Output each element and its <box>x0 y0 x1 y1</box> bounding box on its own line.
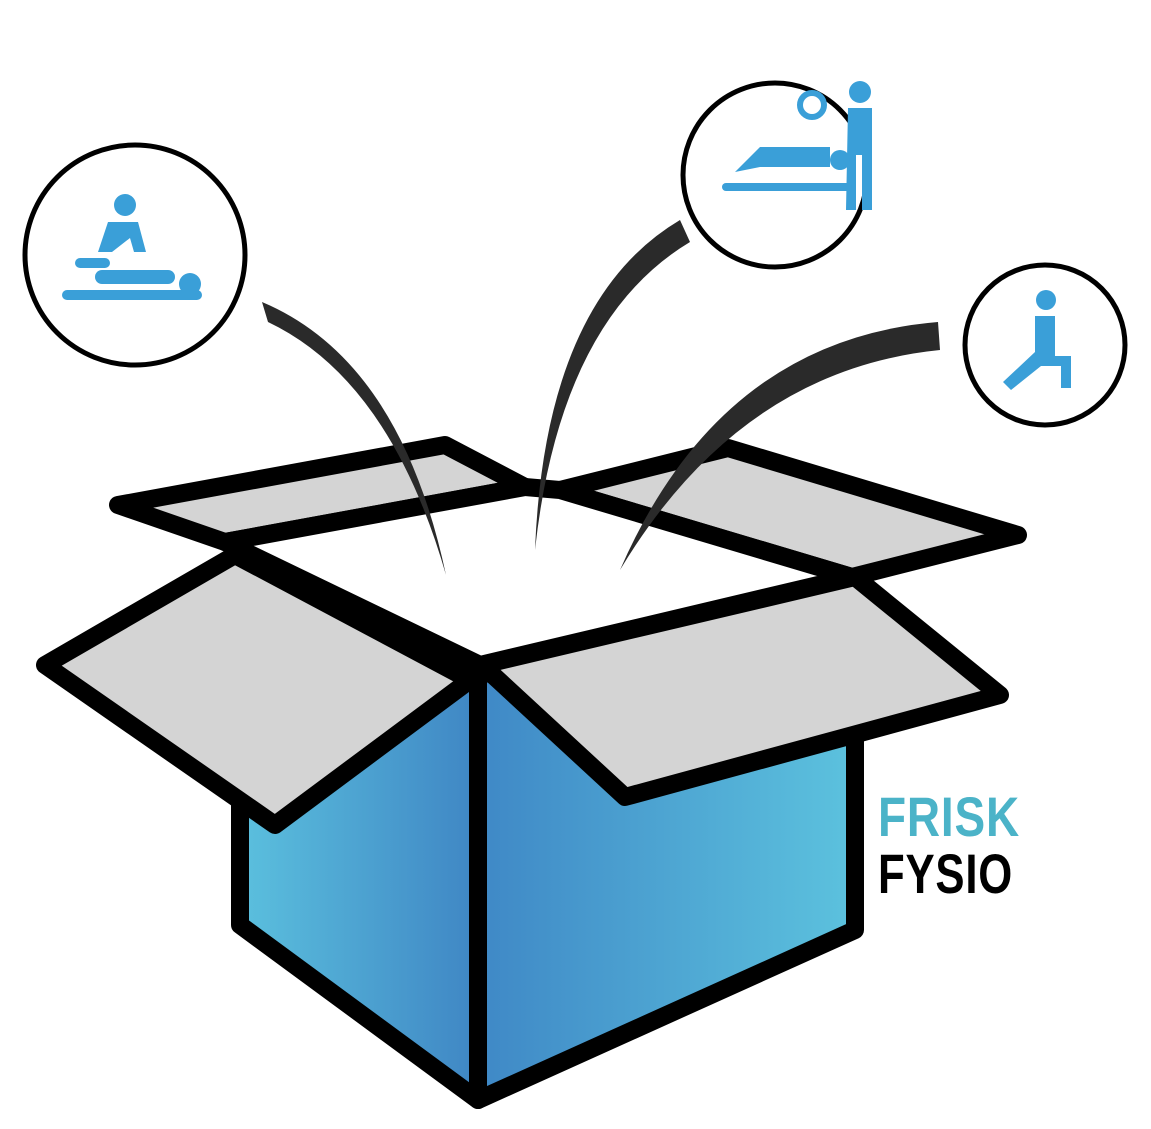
assisted-exercise-icon <box>680 80 872 270</box>
front-left-flap <box>36 546 479 834</box>
arc-right <box>620 322 940 570</box>
lunge-stretch-icon <box>962 262 1128 428</box>
box-opening <box>216 478 861 674</box>
logo-text-frisk: FRISK <box>878 785 1020 848</box>
motion-arcs <box>262 220 940 575</box>
front-right-flap <box>473 568 1009 806</box>
arc-middle <box>535 220 690 550</box>
logo-text-fysio: FYSIO <box>878 842 1013 905</box>
massage-therapy-icon <box>22 142 248 368</box>
box-front-flaps <box>36 546 1009 834</box>
